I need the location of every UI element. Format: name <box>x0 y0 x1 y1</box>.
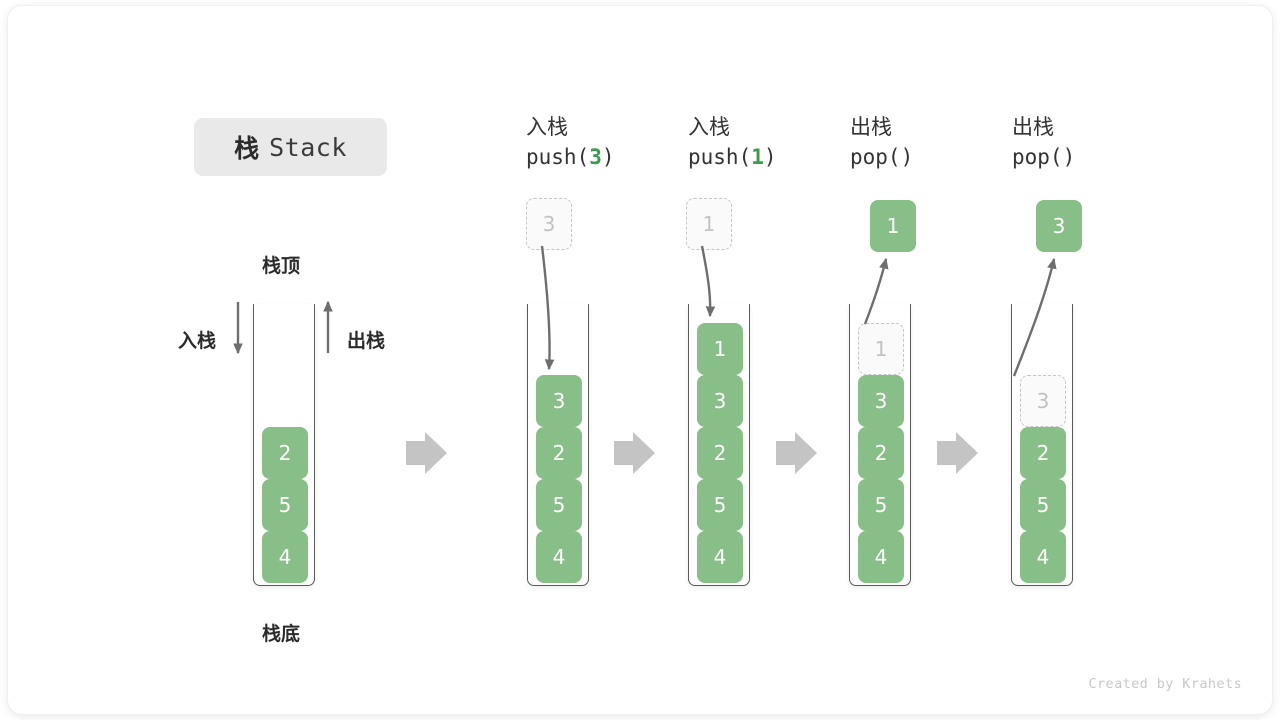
stack-cell: 5 <box>1020 479 1066 531</box>
diagram-title-chip: 栈 Stack <box>194 118 387 176</box>
stack-cell: 1 <box>697 323 743 375</box>
stack-cell: 3 <box>858 375 904 427</box>
label-pop: 出栈 <box>347 330 386 352</box>
stack-cell: 3 <box>697 375 743 427</box>
column-header-push-3: 入栈 push(3) <box>526 113 615 173</box>
stack-cell: 4 <box>858 531 904 583</box>
stack-cell: 5 <box>262 479 308 531</box>
stack-cells: 4 5 2 3 <box>1012 375 1074 583</box>
floating-operand-box: 3 <box>526 198 572 250</box>
floating-operand-box: 3 <box>1036 200 1082 252</box>
column-header-pop-2: 出栈 pop() <box>1012 113 1075 173</box>
label-push: 入栈 <box>178 330 217 352</box>
column-header-push-1: 入栈 push(1) <box>688 113 777 173</box>
stack-cells: 4 5 2 3 1 <box>689 323 751 583</box>
stack-trough: 4 5 2 3 1 <box>688 304 750 586</box>
floating-operand-box: 1 <box>686 198 732 250</box>
stack-cell: 5 <box>536 479 582 531</box>
stack-cell: 4 <box>262 531 308 583</box>
stack-cell: 2 <box>262 427 308 479</box>
column-header-cn: 入栈 <box>526 115 568 139</box>
step-chevron-icon <box>614 432 655 474</box>
column-header-code-post: ) <box>763 144 777 169</box>
column-header-code-pre: push( <box>526 144 590 169</box>
stack-trough: 4 5 2 <box>253 304 315 586</box>
stack-cell: 4 <box>1020 531 1066 583</box>
column-header-code-post: ) <box>601 144 615 169</box>
step-chevron-icon <box>937 432 978 474</box>
stack-cell-removed: 3 <box>1020 375 1066 427</box>
stack-cell: 3 <box>536 375 582 427</box>
label-stack-top: 栈顶 <box>262 255 301 277</box>
stack-cell: 4 <box>697 531 743 583</box>
step-chevron-icon <box>406 432 447 474</box>
stack-trough: 4 5 2 3 <box>527 304 589 586</box>
stack-cell: 5 <box>697 479 743 531</box>
column-header-code-arg: 1 <box>751 144 764 169</box>
page-title-en: Stack <box>269 132 347 162</box>
stack-cell-removed: 1 <box>858 323 904 375</box>
column-header-code-post: ) <box>1062 144 1076 169</box>
column-header-code-arg: 3 <box>589 144 602 169</box>
stack-cell: 4 <box>536 531 582 583</box>
stack-cell: 2 <box>858 427 904 479</box>
column-header-pop-1: 出栈 pop() <box>850 113 913 173</box>
stack-cell: 5 <box>858 479 904 531</box>
arrows-overlay <box>233 245 1057 474</box>
stack-cells: 4 5 2 <box>254 427 316 583</box>
stack-cells: 4 5 2 3 1 <box>850 323 912 583</box>
diagram-card: 栈 Stack 栈顶 栈底 入栈 出栈 4 5 2 入栈 push(3) 3 4… <box>8 6 1272 714</box>
column-header-code-post: ) <box>900 144 914 169</box>
stack-cells: 4 5 2 3 <box>528 375 590 583</box>
page-title-cn: 栈 <box>234 134 260 163</box>
stack-cell: 2 <box>697 427 743 479</box>
stack-cell: 2 <box>1020 427 1066 479</box>
column-header-code-pre: pop( <box>850 144 901 169</box>
stack-trough: 4 5 2 3 <box>1011 304 1073 586</box>
credit-text: Created by Krahets <box>1088 676 1242 692</box>
label-stack-bottom: 栈底 <box>262 623 301 645</box>
column-header-cn: 出栈 <box>850 115 892 139</box>
stack-trough: 4 5 2 3 1 <box>849 304 911 586</box>
column-header-cn: 出栈 <box>1012 115 1054 139</box>
column-header-code-pre: pop( <box>1012 144 1063 169</box>
column-header-cn: 入栈 <box>688 115 730 139</box>
stack-cell: 2 <box>536 427 582 479</box>
floating-operand-box: 1 <box>870 200 916 252</box>
column-header-code-pre: push( <box>688 144 752 169</box>
step-chevron-icon <box>776 432 817 474</box>
